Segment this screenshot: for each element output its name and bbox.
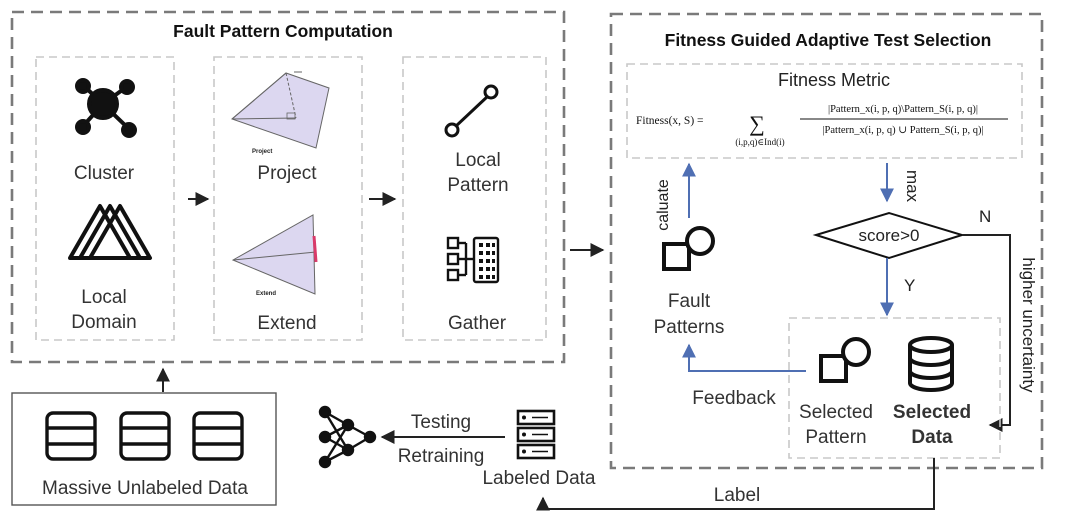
arrow-feedback (682, 343, 806, 372)
extend-figure (231, 214, 318, 295)
feedback-label: Feedback (692, 388, 776, 409)
storage-icon-2 (119, 411, 171, 461)
local-pattern-icon (444, 84, 499, 138)
project-mini-label: Project (252, 149, 272, 155)
neural-network-icon (318, 405, 377, 469)
massive-data-label: Massive Unlabeled Data (42, 478, 248, 499)
storage-icon-1 (45, 411, 97, 461)
score-label: score>0 (859, 226, 920, 245)
yes-label: Y (904, 276, 915, 295)
label-text: Label (714, 485, 761, 506)
formula-numerator: |Pattern_x(i, p, q)\Pattern_S(i, p, q)| (828, 104, 978, 115)
calculate-label: caluate (655, 179, 672, 231)
fault-patterns-label-2: Patterns (654, 317, 725, 338)
fault-patterns-icon (662, 226, 715, 271)
local-pattern-label-1: Local (455, 150, 500, 171)
local-domain-label-2: Domain (71, 312, 136, 333)
gather-icon (446, 236, 500, 284)
fault-patterns-label-1: Fault (668, 291, 711, 312)
pattern-gather-column (402, 56, 547, 341)
fitness-title: Fitness Guided Adaptive Test Selection (665, 30, 992, 50)
local-domain-label-1: Local (81, 287, 126, 308)
arrow-no (962, 234, 1011, 432)
selected-data-label-2: Data (911, 427, 953, 448)
project-label: Project (257, 163, 317, 184)
formula-denominator: |Pattern_x(i, p, q) ∪ Pattern_S(i, p, q)… (822, 125, 983, 136)
testing-label: Testing (411, 412, 471, 433)
selected-pattern-label-2: Pattern (805, 427, 866, 448)
extend-label: Extend (257, 313, 316, 334)
arrow-label-loop (536, 458, 935, 511)
gather-label: Gather (448, 313, 507, 334)
fitness-metric-box (626, 63, 1023, 159)
max-label: max (903, 170, 922, 203)
cluster-column (35, 56, 175, 341)
cluster-label: Cluster (74, 163, 135, 184)
fault-pattern-title: Fault Pattern Computation (173, 21, 393, 41)
formula-sum-sub: (i,p,q)∈Ind(i) (735, 137, 784, 147)
selected-box (788, 317, 1001, 459)
retraining-label: Retraining (398, 446, 485, 467)
project-extend-column (213, 56, 363, 341)
local-domain-icon (68, 204, 152, 260)
selected-pattern-label-1: Selected (799, 402, 873, 423)
massive-data-box (11, 392, 277, 506)
formula-lhs: Fitness(x, S) = (636, 115, 704, 127)
fitness-metric-title: Fitness Metric (778, 70, 890, 90)
selected-pattern-icon (819, 337, 871, 383)
database-icon (908, 336, 954, 392)
no-label: N (979, 207, 991, 226)
fault-pattern-panel (10, 10, 566, 364)
labeled-data-label: Labeled Data (482, 468, 595, 489)
higher-uncertainty-label: higher uncertainty (1019, 257, 1038, 393)
cluster-icon (75, 78, 137, 138)
formula-sum: ∑ (749, 111, 765, 136)
extend-mini-label: Extend (256, 291, 276, 297)
server-icon (516, 409, 556, 460)
storage-icon-3 (192, 411, 244, 461)
selected-data-label-1: Selected (893, 402, 971, 423)
fitness-panel (609, 12, 1044, 470)
local-pattern-label-2: Pattern (447, 175, 508, 196)
project-figure (231, 71, 330, 149)
massive-data-icons (45, 411, 244, 461)
